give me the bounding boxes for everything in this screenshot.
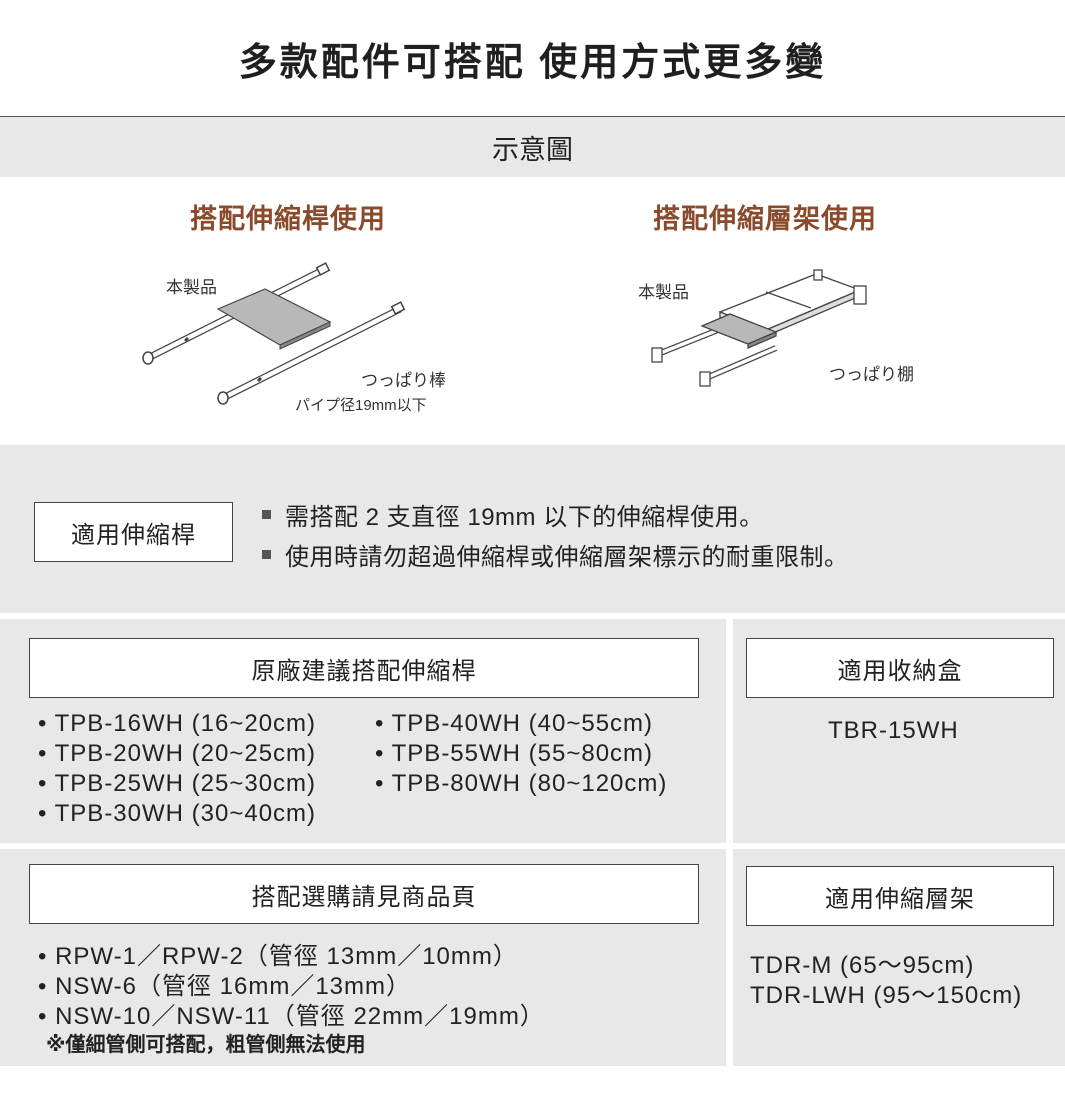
list-item: • NSW-6（管徑 16mm／13mm） [38, 973, 411, 1000]
shelf-title: 適用伸縮層架 [746, 866, 1054, 926]
shelf-tray-illustration [651, 269, 867, 387]
list-item: • RPW-1／RPW-2（管徑 13mm／10mm） [38, 943, 518, 970]
rod-label: つっぱり棒 [361, 371, 446, 390]
storage-box-title: 適用收納盒 [746, 638, 1054, 698]
diagram-header: 示意圖 [0, 117, 1065, 177]
compatibility-note: ※僅細管側可搭配，粗管側無法使用 [46, 1034, 366, 1056]
title-divider [0, 116, 1065, 117]
list-item: • TPB-20WH (20~25cm) [38, 740, 317, 767]
list-item: • TPB-30WH (30~40cm) [38, 800, 317, 827]
shelf-model: TDR-M (65～95cm) [750, 952, 975, 979]
right-product-label: 本製品 [638, 283, 689, 302]
diagram-left-heading: 搭配伸縮桿使用 [190, 204, 386, 234]
shelf-cell: 適用伸縮層架 TDR-M (65～95cm) TDR-LWH (95～150cm… [733, 849, 1065, 1066]
list-item: • TPB-16WH (16~20cm) [38, 710, 317, 737]
note-line-1: 需搭配 2 支直徑 19mm 以下的伸縮桿使用。 [262, 497, 764, 532]
recommended-rods-title: 原廠建議搭配伸縮桿 [29, 638, 699, 698]
list-item: • NSW-10／NSW-11（管徑 22mm／19mm） [38, 1003, 545, 1030]
list-item: • TPB-80WH (80~120cm) [375, 770, 668, 797]
bullet-square-icon [262, 550, 271, 559]
usage-notes-section: 適用伸縮桿 需搭配 2 支直徑 19mm 以下的伸縮桿使用。 使用時請勿超過伸縮… [0, 445, 1065, 613]
note-text-1: 需搭配 2 支直徑 19mm 以下的伸縮桿使用。 [285, 504, 764, 531]
purchase-options-cell: 搭配選購請見商品頁 • RPW-1／RPW-2（管徑 13mm／10mm） • … [0, 849, 726, 1066]
applicable-rod-box: 適用伸縮桿 [34, 502, 233, 562]
note-line-2: 使用時請勿超過伸縮桿或伸縮層架標示的耐重限制。 [262, 537, 849, 572]
shelf-label: つっぱり棚 [829, 365, 914, 384]
bullet-square-icon [262, 510, 271, 519]
note-text-2: 使用時請勿超過伸縮桿或伸縮層架標示的耐重限制。 [285, 544, 849, 571]
list-item: • TPB-55WH (55~80cm) [375, 740, 654, 767]
list-item: • TPB-40WH (40~55cm) [375, 710, 654, 737]
page-title: 多款配件可搭配 使用方式更多變 [238, 41, 827, 84]
storage-box-cell: 適用收納盒 TBR-15WH [733, 619, 1065, 843]
pipe-label: パイプ径19mm以下 [295, 397, 427, 414]
diagram-area: 搭配伸縮桿使用 搭配伸縮層架使用 本製品 つっぱり棒 パイプ径19mm以下 本製… [0, 177, 1065, 445]
recommended-rods-cell: 原廠建議搭配伸縮桿 • TPB-16WH (16~20cm) • TPB-20W… [0, 619, 726, 843]
storage-box-model: TBR-15WH [828, 717, 959, 744]
diagram-right-heading: 搭配伸縮層架使用 [653, 204, 877, 234]
purchase-options-title: 搭配選購請見商品頁 [29, 864, 699, 924]
shelf-model: TDR-LWH (95～150cm) [750, 982, 1023, 1009]
left-product-label: 本製品 [166, 278, 217, 297]
rod-tray-illustration [142, 262, 406, 405]
list-item: • TPB-25WH (25~30cm) [38, 770, 317, 797]
